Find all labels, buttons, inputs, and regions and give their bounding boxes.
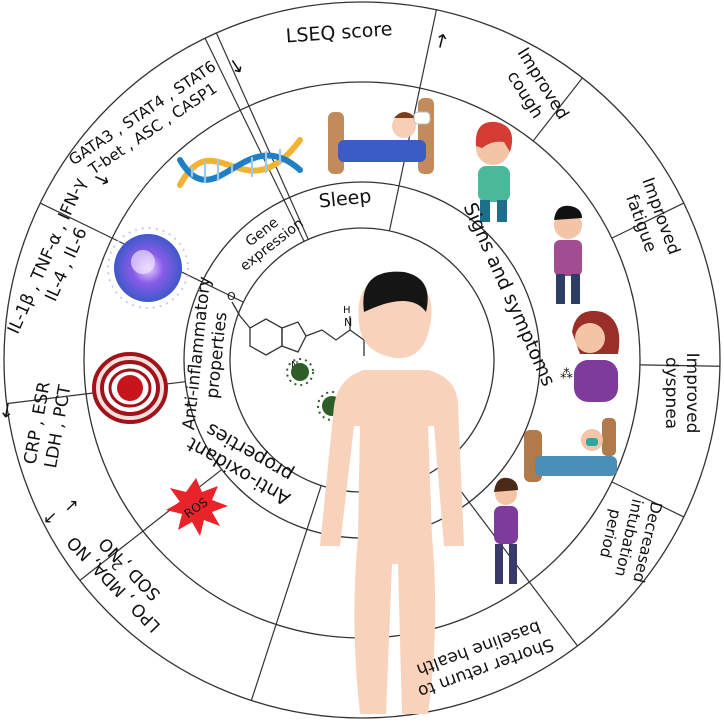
outer-divider (611, 481, 685, 518)
outer-divider (611, 202, 685, 239)
outer-divider (79, 530, 144, 581)
fatigued-person-icon (554, 205, 582, 304)
middle-divider (248, 105, 291, 198)
inner-divider (289, 197, 309, 240)
middle-divider (275, 529, 308, 625)
molecule-atom-n: N (344, 316, 352, 329)
human-figure-icon (320, 271, 464, 714)
immune-cell-icon (107, 227, 189, 309)
dna-helix-icon (177, 137, 303, 188)
inner-divider (283, 199, 305, 242)
outer-divider (250, 624, 277, 701)
dyspnea-label-line-2: dyspnea (661, 357, 681, 429)
ros-burst-icon: ROS (166, 478, 228, 536)
lseq-up-arrow: ↑ (431, 29, 452, 54)
outer-divider (6, 393, 87, 405)
recovered-person-icon (494, 477, 518, 584)
svg-text:⁂: ⁂ (560, 367, 573, 382)
outer-divider (215, 32, 250, 107)
intubated-patient-icon (524, 418, 617, 482)
dyspnea-label-line-1: Improved (682, 353, 702, 434)
inner-divider (388, 185, 400, 232)
breathing-person-icon: ⁂ (560, 310, 620, 402)
inner-divider (201, 281, 244, 303)
outer-divider (419, 9, 438, 89)
sleeping-person-icon (328, 98, 434, 174)
melatonin-molecule-icon (231, 301, 365, 356)
outer-divider (532, 77, 583, 142)
crp-down-arrow: ↓ (0, 399, 16, 423)
outer-divider (39, 202, 113, 239)
coughing-person-icon (475, 121, 513, 222)
outer-divider (639, 364, 720, 367)
outer-divider (204, 37, 241, 111)
outer-divider (528, 581, 578, 647)
inner-divider (306, 485, 322, 530)
inflamed-tissue-icon (92, 352, 168, 424)
middle-divider (398, 87, 421, 187)
molecule-atom-h: H (343, 305, 351, 316)
sleep-category-label: Sleep (318, 185, 373, 212)
molecule-atom-o: O (227, 290, 236, 303)
